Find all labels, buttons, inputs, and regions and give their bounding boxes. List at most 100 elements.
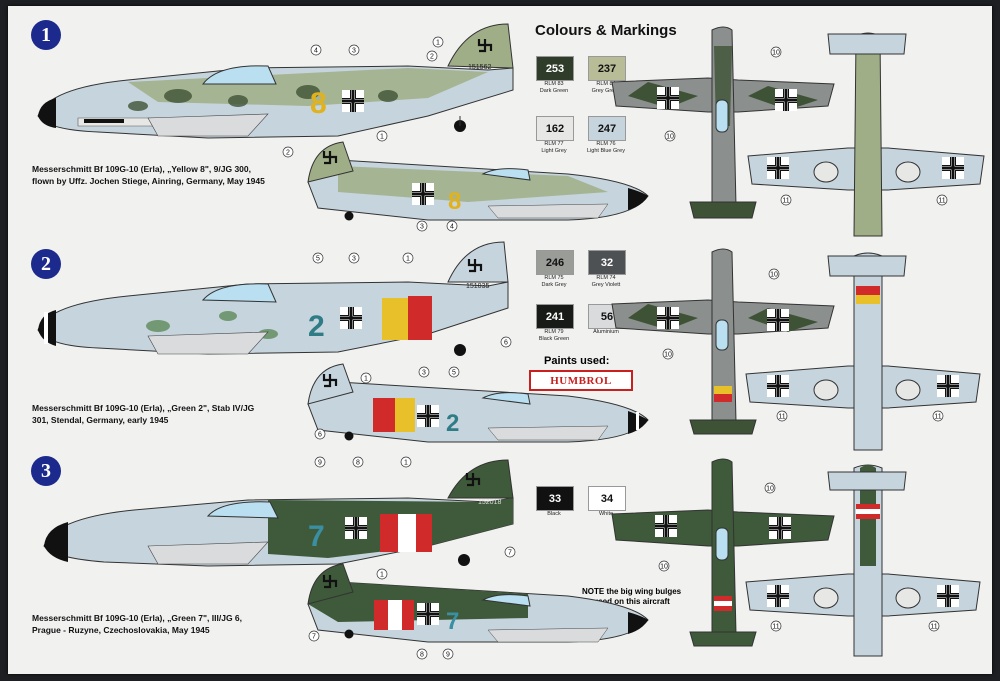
svg-text:1: 1: [364, 376, 368, 383]
svg-text:4: 4: [450, 224, 454, 231]
svg-text:3: 3: [420, 224, 424, 231]
swatch-code: 246: [536, 250, 574, 275]
callout-markers: 4 3 1 2 1 2 3 4 10 10 11 11 5 3 1 6 1 3 …: [282, 36, 948, 660]
swatch-label: Grey Green: [591, 88, 621, 94]
svg-text:2: 2: [286, 150, 290, 157]
swatch-label: Black Green: [538, 336, 570, 342]
svg-text:10: 10: [770, 272, 778, 279]
wing-bulge-note: NOTE the big wing bulges used on this ai…: [582, 587, 682, 606]
svg-text:10: 10: [664, 352, 672, 359]
scheme-1-side-port: 8 151562: [37, 23, 514, 139]
swatch-label: RLM 83: [544, 81, 564, 87]
svg-text:11: 11: [778, 414, 785, 421]
scheme-2-side-starboard: 2: [307, 363, 649, 443]
scheme-2-caption: Messerschmitt Bf 109G-10 (Erla), „Green …: [32, 403, 255, 425]
svg-text:1: 1: [406, 256, 410, 263]
svg-text:11: 11: [930, 624, 937, 631]
swatch-label: RLM 77: [544, 141, 564, 147]
svg-text:7: 7: [508, 550, 512, 557]
humbrol-logo: HUMBROL: [529, 370, 633, 391]
aircraft-drawings: 8 151562 8: [37, 23, 985, 660]
svg-text:152018: 152018: [478, 499, 501, 506]
swatch-label: Grey Violett: [591, 282, 621, 288]
svg-text:1: 1: [380, 572, 384, 579]
svg-text:10: 10: [666, 134, 674, 141]
swatch-label: RLM 74: [596, 275, 616, 281]
scheme-1-caption: Messerschmitt Bf 109G-10 (Erla), „Yellow…: [32, 164, 265, 186]
swatch-label: Dark Green: [539, 88, 569, 94]
scheme-2-bottom-view: [745, 252, 981, 451]
svg-text:3: 3: [352, 256, 356, 263]
scheme-1-bottom-view: [747, 32, 985, 237]
svg-text:11: 11: [772, 624, 779, 631]
swatch-label: Light Grey: [541, 148, 567, 154]
swatch-label: Dark Grey: [541, 282, 567, 288]
swatch-code: 241: [536, 304, 574, 329]
swatch-code: 253: [536, 56, 574, 81]
svg-text:8: 8: [420, 652, 424, 659]
scheme-1-top-view: [611, 26, 835, 219]
svg-text:5: 5: [452, 370, 456, 377]
swatch-label: RLM 76: [596, 141, 616, 147]
svg-text:6: 6: [504, 340, 508, 347]
svg-text:3: 3: [422, 370, 426, 377]
swatch-label: Aluminium: [593, 329, 619, 335]
swatch-label: RLM 75: [544, 275, 564, 281]
scheme-3-code: 7: [308, 520, 325, 553]
svg-text:1: 1: [380, 134, 384, 141]
svg-text:1: 1: [436, 40, 440, 47]
scheme-number-3: 3: [31, 456, 61, 486]
svg-text:6: 6: [318, 432, 322, 439]
svg-text:11: 11: [938, 198, 945, 205]
decal-sheet: Colours & Markings 1 2 3 Messerschmitt B…: [8, 6, 992, 674]
svg-text:9: 9: [446, 652, 450, 659]
scheme-1-code: 8: [310, 87, 327, 120]
svg-text:3: 3: [352, 48, 356, 55]
svg-text:10: 10: [772, 50, 780, 57]
scheme-3-top-view: [611, 458, 835, 647]
swatch-label: Black: [547, 511, 561, 517]
swatch-code: 237: [588, 56, 626, 81]
scheme-number-2: 2: [31, 249, 61, 279]
scheme-2-side-port: 2 151035: [37, 241, 509, 356]
scheme-3-side-port: 7 152018: [43, 459, 514, 567]
svg-text:5: 5: [316, 256, 320, 263]
svg-text:11: 11: [782, 198, 789, 205]
scheme-2-code: 2: [308, 310, 325, 343]
swatch-label: RLM 79: [544, 329, 564, 335]
swatch-code: 162: [536, 116, 574, 141]
svg-text:11: 11: [934, 414, 941, 421]
svg-text:8: 8: [356, 460, 360, 467]
svg-text:10: 10: [766, 486, 774, 493]
scheme-3-side-starboard: 7: [307, 563, 649, 643]
scheme-3-small-code: 7: [446, 608, 459, 635]
svg-text:151562: 151562: [468, 64, 491, 71]
scheme-1-small-code: 8: [448, 188, 461, 215]
swatch-code: 33: [536, 486, 574, 511]
swatch-label: Light Blue Grey: [587, 148, 625, 154]
swatch-code: 32: [588, 250, 626, 275]
scheme-2-small-code: 2: [446, 410, 459, 437]
swatch-label: White: [598, 511, 614, 517]
scheme-number-1: 1: [31, 20, 61, 50]
page-title: Colours & Markings: [535, 22, 677, 39]
scheme-3-bottom-view: [745, 464, 981, 657]
scheme-1-side-starboard: 8: [307, 141, 649, 221]
svg-text:1: 1: [404, 460, 408, 467]
svg-text:7: 7: [312, 634, 316, 641]
scheme-3-caption: Messerschmitt Bf 109G-10 (Erla), „Green …: [32, 613, 243, 635]
svg-text:10: 10: [660, 564, 668, 571]
scheme-2-top-view: [611, 248, 835, 435]
svg-text:4: 4: [314, 48, 318, 55]
swatch-code: 247: [588, 116, 626, 141]
svg-text:151035: 151035: [466, 283, 489, 290]
paints-used-label: Paints used:: [544, 355, 610, 367]
